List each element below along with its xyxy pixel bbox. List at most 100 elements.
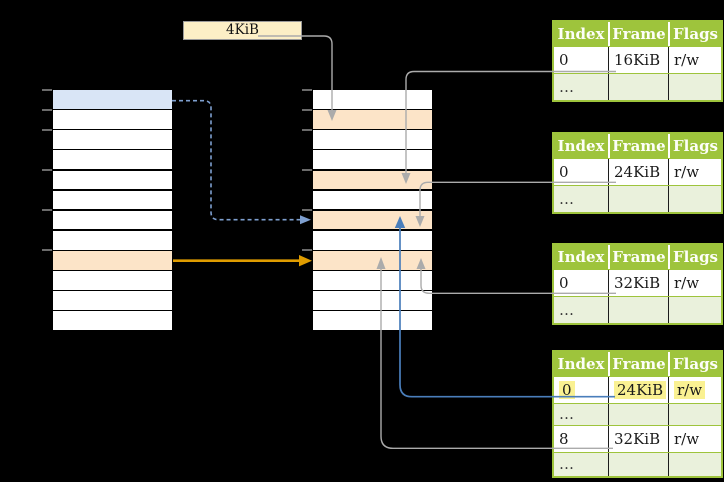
- memory-cell-white: [53, 230, 172, 250]
- memory-cell-white: [313, 190, 432, 210]
- memory-cell-white: [53, 190, 172, 210]
- middle-memory-column: [313, 90, 432, 330]
- cell-frame: 24KiB: [608, 376, 668, 403]
- cell-index: 0: [559, 51, 569, 69]
- cell-frame: [608, 185, 668, 212]
- address-tick: [42, 249, 52, 251]
- cell-frame: 24KiB: [608, 158, 668, 185]
- cell-frame: [608, 452, 668, 476]
- arrowhead-dashed: [300, 215, 311, 225]
- memory-cell-white: [53, 311, 172, 330]
- memory-cell-white: [53, 291, 172, 310]
- column-header-flags: Flags: [668, 22, 721, 46]
- address-tick: [302, 169, 312, 171]
- memory-cell-orange: [313, 170, 432, 190]
- cell-frame: [608, 74, 668, 100]
- cell-index: …: [559, 455, 574, 473]
- memory-cell-white: [53, 210, 172, 230]
- cell-frame: 32KiB: [608, 425, 668, 452]
- cell-index: 0: [559, 273, 569, 292]
- page-size-label-box: 4KiB: [183, 21, 302, 40]
- page-size-label: 4KiB: [226, 21, 259, 38]
- column-header-flags: Flags: [668, 133, 721, 158]
- cell-frame: 16KiB: [608, 47, 668, 73]
- column-header-index: Index: [557, 136, 605, 155]
- cell-flags: [668, 452, 721, 476]
- address-tick: [42, 209, 52, 211]
- memory-cell-white: [313, 291, 432, 310]
- column-header-index: Index: [557, 247, 605, 266]
- address-tick: [42, 129, 52, 131]
- memory-cell-white: [53, 170, 172, 190]
- memory-cell-white: [53, 150, 172, 169]
- column-header-index: Index: [557, 354, 605, 373]
- column-header-frame: Frame: [608, 244, 668, 269]
- address-tick: [302, 129, 312, 131]
- memory-cell-white: [313, 130, 432, 149]
- cell-index: 0: [559, 162, 569, 181]
- memory-cell-white: [313, 150, 432, 169]
- left-memory-column: [53, 90, 172, 330]
- cell-flags: r/w: [668, 47, 721, 73]
- cell-index: …: [559, 300, 574, 319]
- cell-flags: [668, 403, 721, 425]
- table-row: 0 24KiB r/w: [554, 375, 721, 403]
- table-row: …: [554, 295, 721, 323]
- address-tick: [302, 109, 312, 111]
- memory-cell-orange: [313, 251, 432, 270]
- cell-flags: r/w: [668, 425, 721, 452]
- memory-cell-blue: [53, 90, 172, 109]
- column-header-index: Index: [557, 25, 605, 43]
- cell-frame: [608, 403, 668, 425]
- cell-flags: r/w: [668, 158, 721, 185]
- memory-cell-orange: [313, 110, 432, 129]
- memory-cell-white: [313, 230, 432, 250]
- memory-cell-white: [53, 110, 172, 129]
- memory-cell-orange: [53, 251, 172, 270]
- highlighted-value: 0: [559, 380, 575, 399]
- cell-index: 0: [554, 377, 608, 403]
- highlighted-value: r/w: [674, 380, 706, 399]
- arrowhead-orange: [299, 255, 312, 267]
- highlighted-value: 24KiB: [614, 380, 667, 399]
- cell-index: …: [559, 189, 574, 208]
- table-row: …: [554, 184, 721, 212]
- cell-index: …: [559, 78, 574, 96]
- column-header-frame: Frame: [608, 133, 668, 158]
- column-header-frame: Frame: [608, 351, 668, 376]
- cell-flags: [668, 296, 721, 323]
- cell-frame: 32KiB: [608, 269, 668, 296]
- address-tick: [42, 109, 52, 111]
- cell-flags: [668, 185, 721, 212]
- cell-index: 8: [559, 429, 569, 448]
- memory-cell-white: [53, 271, 172, 290]
- column-header-flags: Flags: [668, 351, 721, 376]
- memory-cell-orange: [313, 210, 432, 230]
- table-row: …: [554, 73, 721, 100]
- column-header-flags: Flags: [668, 244, 721, 269]
- table-row: …: [554, 402, 721, 425]
- memory-cell-white: [53, 130, 172, 149]
- arrow-virtual-to-physical-dashed: [172, 99, 300, 221]
- memory-cell-white: [313, 271, 432, 290]
- address-tick: [42, 89, 52, 91]
- cell-flags: [668, 74, 721, 100]
- table-row: …: [554, 451, 721, 476]
- cell-flags: r/w: [668, 269, 721, 296]
- column-header-frame: Frame: [608, 22, 668, 46]
- cell-frame: [608, 296, 668, 323]
- address-tick: [302, 209, 312, 211]
- address-tick: [302, 89, 312, 91]
